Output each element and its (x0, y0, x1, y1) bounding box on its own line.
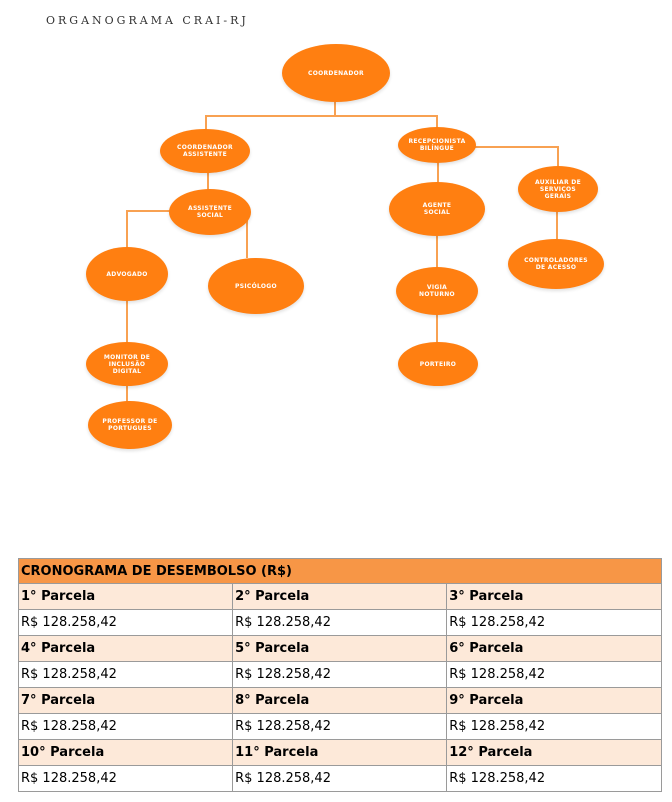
parcela-label: 10° Parcela (17, 739, 234, 766)
parcela-label: 1° Parcela (17, 583, 234, 610)
table-row: 7° Parcela 8° Parcela 9° Parcela (17, 687, 662, 714)
connector-line (436, 115, 438, 128)
node-coordenador: COORDENADOR (282, 44, 390, 102)
parcela-label: 3° Parcela (446, 583, 662, 610)
parcela-value: R$ 128.258,42 (232, 609, 448, 636)
table-row: R$ 128.258,42 R$ 128.258,42 R$ 128.258,4… (17, 661, 662, 688)
parcela-label: 2° Parcela (232, 583, 448, 610)
page-title: ORGANOGRAMA CRAI-RJ (46, 14, 249, 27)
parcela-label: 7° Parcela (17, 687, 234, 714)
cronograma-table: CRONOGRAMA DE DESEMBOLSO (R$) 1° Parcela… (17, 558, 662, 792)
node-psicologo: PSICÓLOGO (208, 258, 304, 314)
connector-line (126, 300, 128, 344)
connector-line (557, 146, 559, 168)
connector-line (437, 160, 439, 184)
connector-line (126, 382, 128, 404)
connector-line (246, 213, 248, 258)
parcela-value: R$ 128.258,42 (232, 661, 448, 688)
parcela-label: 6° Parcela (446, 635, 662, 662)
parcela-value: R$ 128.258,42 (232, 713, 448, 740)
node-advogado: ADVOGADO (86, 247, 168, 301)
table-row: 1° Parcela 2° Parcela 3° Parcela (17, 583, 662, 610)
parcela-label: 11° Parcela (232, 739, 448, 766)
connector-line (126, 210, 128, 258)
connector-line (205, 115, 207, 131)
table-row: 4° Parcela 5° Parcela 6° Parcela (17, 635, 662, 662)
parcela-value: R$ 128.258,42 (446, 765, 662, 792)
parcela-label: 4° Parcela (17, 635, 234, 662)
connector-line (126, 210, 172, 212)
parcela-value: R$ 128.258,42 (17, 765, 234, 792)
connector-line (556, 210, 558, 242)
table-title: CRONOGRAMA DE DESEMBOLSO (R$) (18, 558, 662, 584)
parcela-label: 12° Parcela (446, 739, 662, 766)
connector-line (205, 115, 437, 117)
table-row: R$ 128.258,42 R$ 128.258,42 R$ 128.258,4… (17, 609, 662, 636)
parcela-value: R$ 128.258,42 (17, 609, 234, 636)
parcela-value: R$ 128.258,42 (17, 713, 234, 740)
parcela-value: R$ 128.258,42 (446, 661, 662, 688)
parcela-label: 8° Parcela (232, 687, 448, 714)
table-row: R$ 128.258,42 R$ 128.258,42 R$ 128.258,4… (17, 765, 662, 792)
table-row: 10° Parcela 11° Parcela 12° Parcela (17, 739, 662, 766)
parcela-label: 5° Parcela (232, 635, 448, 662)
connector-line (334, 102, 336, 116)
connector-line (436, 236, 438, 270)
connector-line (436, 314, 438, 346)
parcela-value: R$ 128.258,42 (446, 713, 662, 740)
node-porteiro: PORTEIRO (398, 342, 478, 386)
parcela-value: R$ 128.258,42 (232, 765, 448, 792)
parcela-label: 9° Parcela (446, 687, 662, 714)
table-header-row: CRONOGRAMA DE DESEMBOLSO (R$) (18, 558, 662, 584)
connector-line (474, 146, 558, 148)
parcela-value: R$ 128.258,42 (446, 609, 662, 636)
connector-line (207, 170, 209, 192)
table-row: R$ 128.258,42 R$ 128.258,42 R$ 128.258,4… (17, 713, 662, 740)
parcela-value: R$ 128.258,42 (17, 661, 234, 688)
